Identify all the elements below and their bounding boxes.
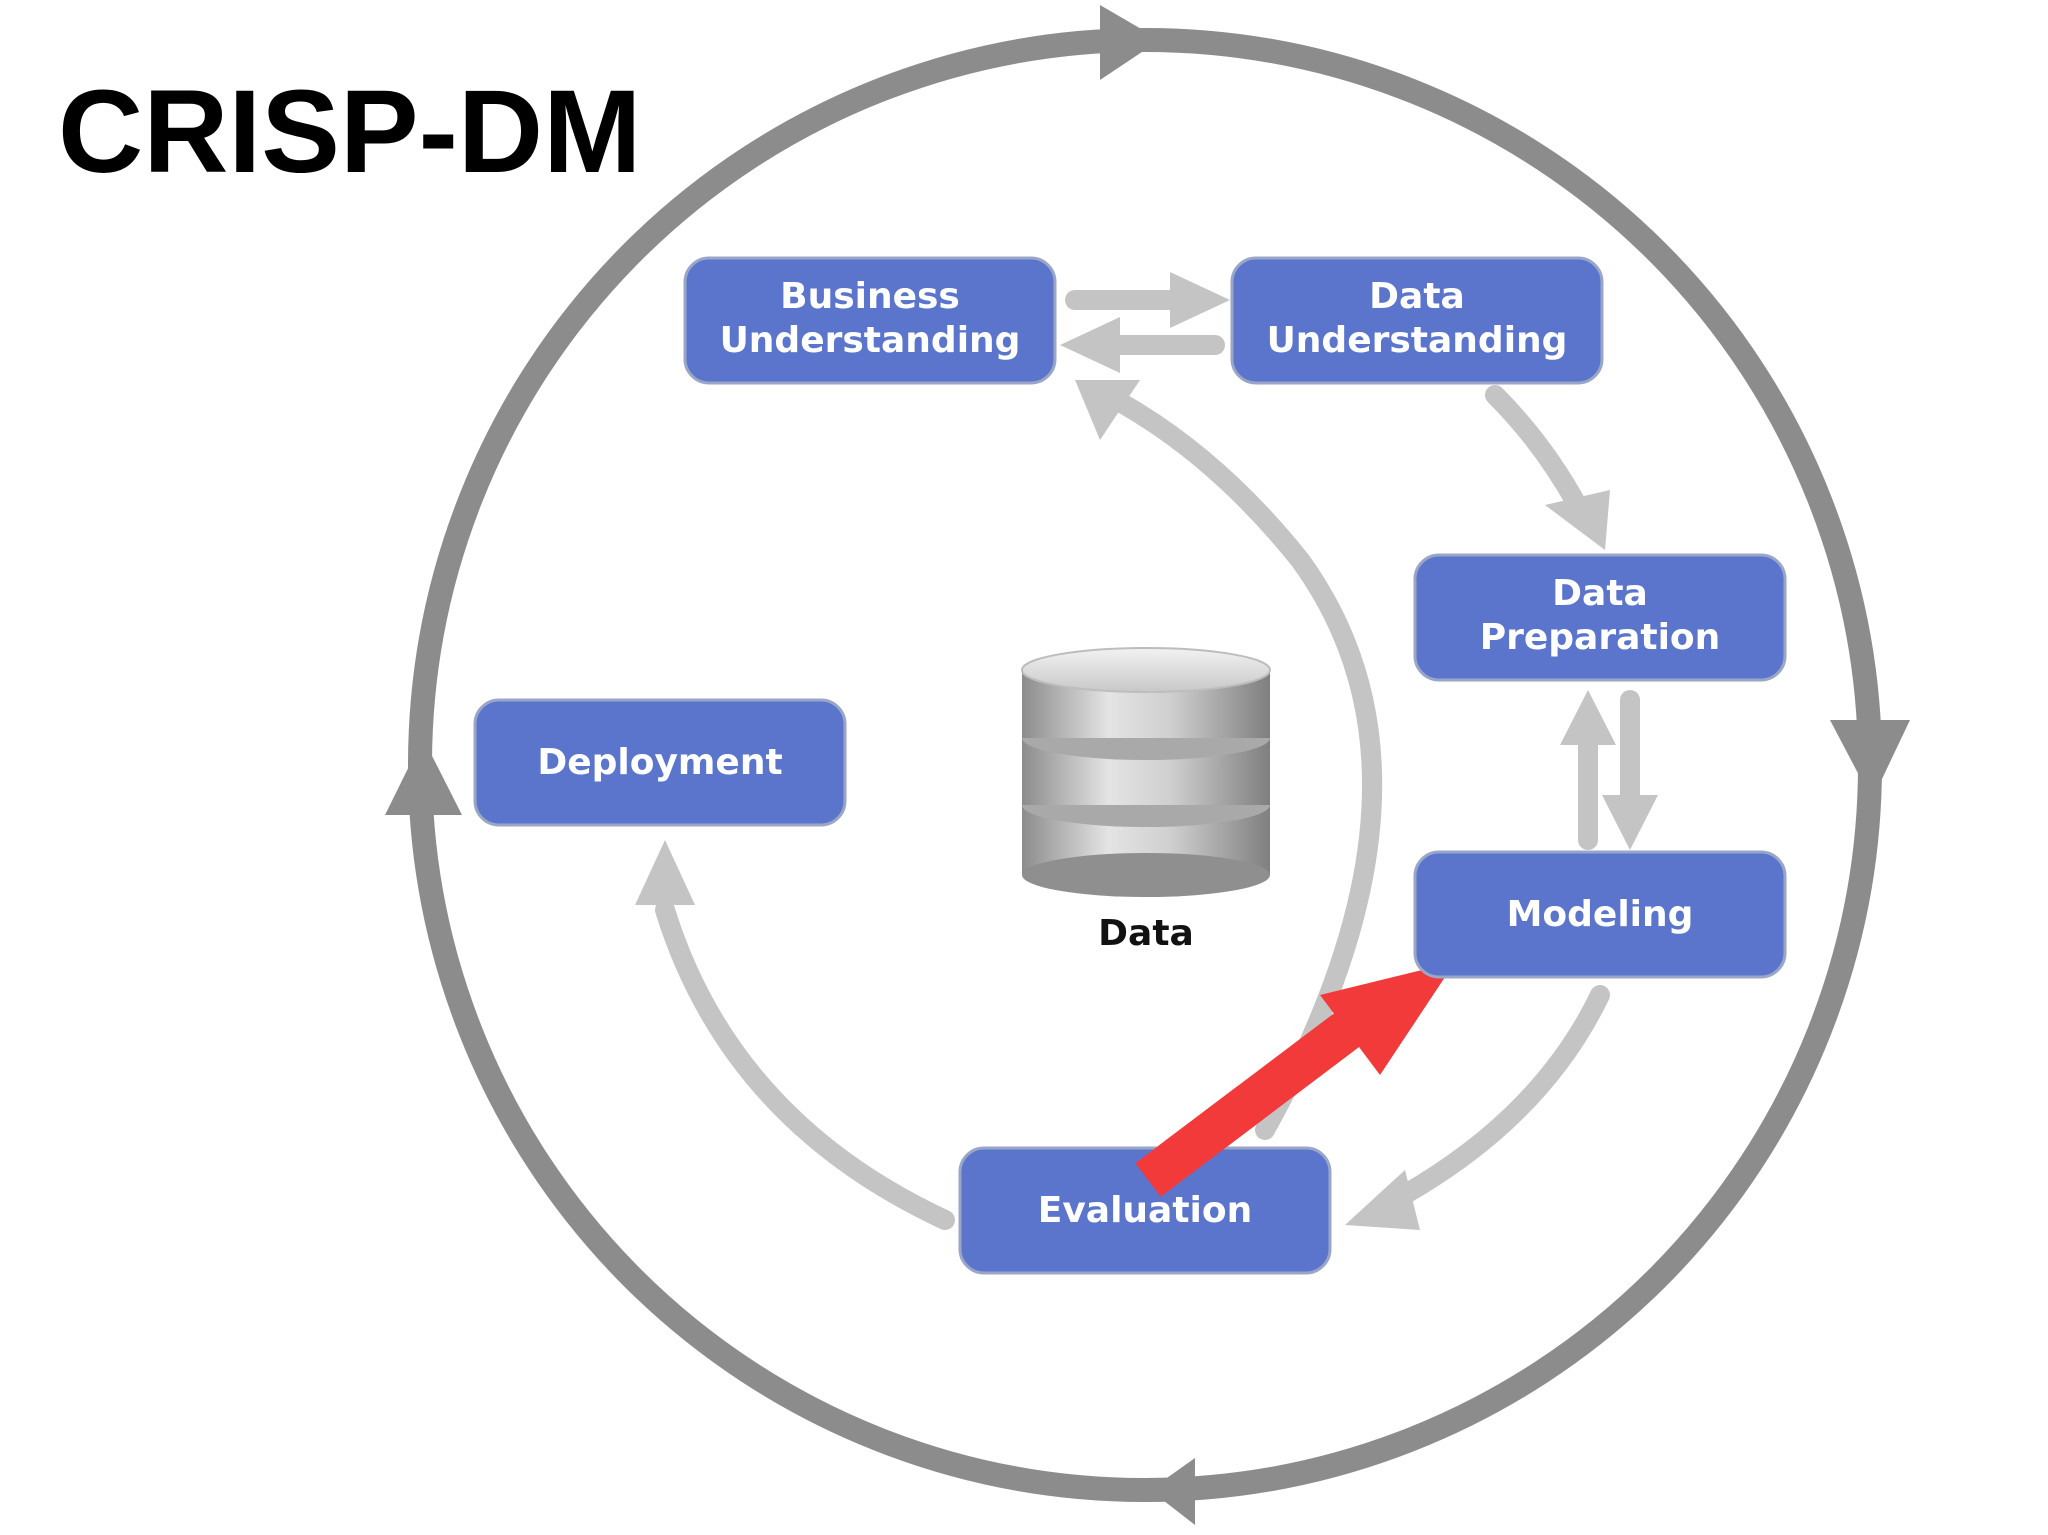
phase-label-line-1: Data xyxy=(1552,573,1648,614)
arrow-mod-to-eval xyxy=(1385,985,1610,1210)
arrow-eval-to-deploy xyxy=(655,900,955,1230)
phase-label: Modeling xyxy=(1507,894,1694,935)
phase-modeling: Modeling xyxy=(1413,850,1787,979)
arrowhead-du-to-dp-icon xyxy=(1545,490,1610,550)
outer-arrowhead-right-icon xyxy=(1830,720,1910,800)
phase-deployment: Deployment xyxy=(473,698,847,827)
arrowhead-mod-to-dp-icon xyxy=(1560,690,1616,745)
arrowhead-bu-to-du-icon xyxy=(1170,272,1230,328)
outer-arrowhead-top-icon xyxy=(1100,5,1160,80)
phase-evaluation: Evaluation xyxy=(958,1146,1332,1275)
arrowhead-dp-to-mod-icon xyxy=(1602,795,1658,850)
phase-label-line-1: Data xyxy=(1369,276,1465,317)
arrow-eval-to-bu xyxy=(1115,395,1383,1140)
phase-label-line-2: Understanding xyxy=(720,320,1021,361)
arrowhead-mod-to-eval-icon xyxy=(1345,1170,1420,1230)
center-data-label: Data xyxy=(1098,913,1194,954)
database-icon xyxy=(1021,647,1271,897)
arrowhead-du-to-bu-icon xyxy=(1060,317,1120,373)
inner-arrows xyxy=(655,290,1640,1230)
arrow-du-to-dp xyxy=(1485,385,1590,520)
outer-arrowhead-bottom-icon xyxy=(1150,1458,1195,1525)
phase-label: Evaluation xyxy=(1038,1190,1253,1231)
phase-data-understanding: Data Understanding xyxy=(1230,256,1604,385)
phase-label-line-2: Understanding xyxy=(1267,320,1568,361)
page-title: CRISP-DM xyxy=(58,66,641,198)
phase-business-understanding: Business Understanding xyxy=(683,256,1057,385)
red-arrow-tail-overlay xyxy=(1135,1086,1263,1197)
inner-arrowheads xyxy=(635,272,1658,1230)
arrowhead-eval-to-bu-icon xyxy=(1075,380,1140,440)
phase-label: Deployment xyxy=(537,742,782,783)
phase-label-line-2: Preparation xyxy=(1480,617,1721,658)
phase-label-line-1: Business xyxy=(780,276,960,317)
outer-arrowhead-left-icon xyxy=(385,738,462,815)
phase-data-preparation: Data Preparation xyxy=(1413,553,1787,682)
arrowhead-eval-to-deploy-icon xyxy=(635,840,695,905)
